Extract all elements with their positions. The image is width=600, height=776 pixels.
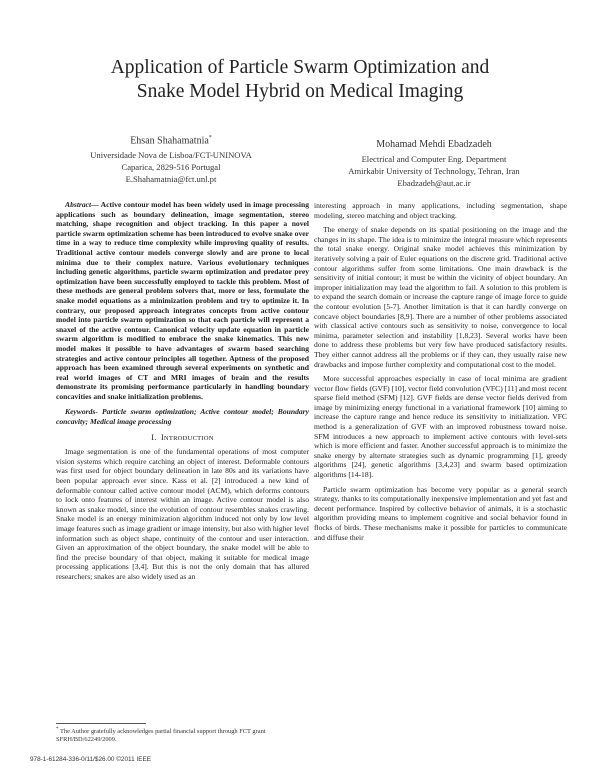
author-2-department: Electrical and Computer Eng. Department (361, 154, 507, 164)
title-line-2: Snake Model Hybrid on Medical Imaging (136, 81, 464, 102)
author-1-name: Ehsan Shahamatnia* (130, 135, 212, 147)
abstract-label: Abstract— (65, 200, 99, 209)
keywords: Keywords- Particle swarm optimization; A… (56, 407, 309, 426)
left-column: Abstract— Active contour model has been … (56, 200, 309, 587)
author-2-name: Mohamad Mehdi Ebadzadeh (376, 139, 492, 150)
abstract-text: Active contour model has been widely use… (56, 200, 309, 401)
footnote-rule (56, 723, 146, 724)
author-block-1: Ehsan Shahamatnia* Universidade Nova de … (56, 132, 286, 185)
author-1-affiliation: Universidade Nova de Lisboa/FCT-UNINOVA (90, 150, 252, 161)
title-line-1: Application of Particle Swarm Optimizati… (110, 57, 490, 78)
footnote-text: The Author gratefully acknowledges parti… (56, 728, 266, 744)
section-heading-introduction: I. INTRODUCTION (151, 432, 214, 442)
intro-paragraph-1-continued: interesting approach in many application… (314, 201, 567, 220)
intro-paragraph-4: Particle swarm optimization has become v… (314, 484, 567, 542)
keywords-label: Keywords- (65, 407, 98, 417)
keywords-text: Particle swarm optimization; Active cont… (56, 407, 309, 427)
author-2-email: Ebadzadeh@aut.ac.ir (397, 178, 471, 188)
intro-paragraph-2: The energy of snake depends on its spati… (314, 225, 567, 369)
author-2-affiliation: Amirkabir University of Technology, Tehr… (348, 166, 520, 176)
author-1-email: E.Shahamatnia@fct.unl.pt (125, 174, 217, 185)
footnote-mark: * (56, 727, 59, 732)
right-column: interesting approach in many application… (314, 201, 567, 547)
paper-title: Application of Particle Swarm Optimizati… (40, 56, 560, 104)
footnote: * The Author gratefully acknowledges par… (56, 726, 309, 744)
abstract: Abstract— Active contour model has been … (56, 200, 309, 401)
author-1-mark: * (208, 135, 212, 141)
intro-paragraph-3: More successful approaches especially in… (314, 374, 567, 480)
intro-paragraph-1: Image segmentation is one of the fundame… (56, 447, 309, 581)
copyright-line: 978-1-61284-336-0/11/$26.00 ©2011 IEEE (30, 756, 152, 763)
author-1-address: Caparica, 2829-516 Portugal (121, 162, 221, 173)
author-block-2: Mohamad Mehdi Ebadzadeh Electrical and C… (316, 138, 552, 189)
